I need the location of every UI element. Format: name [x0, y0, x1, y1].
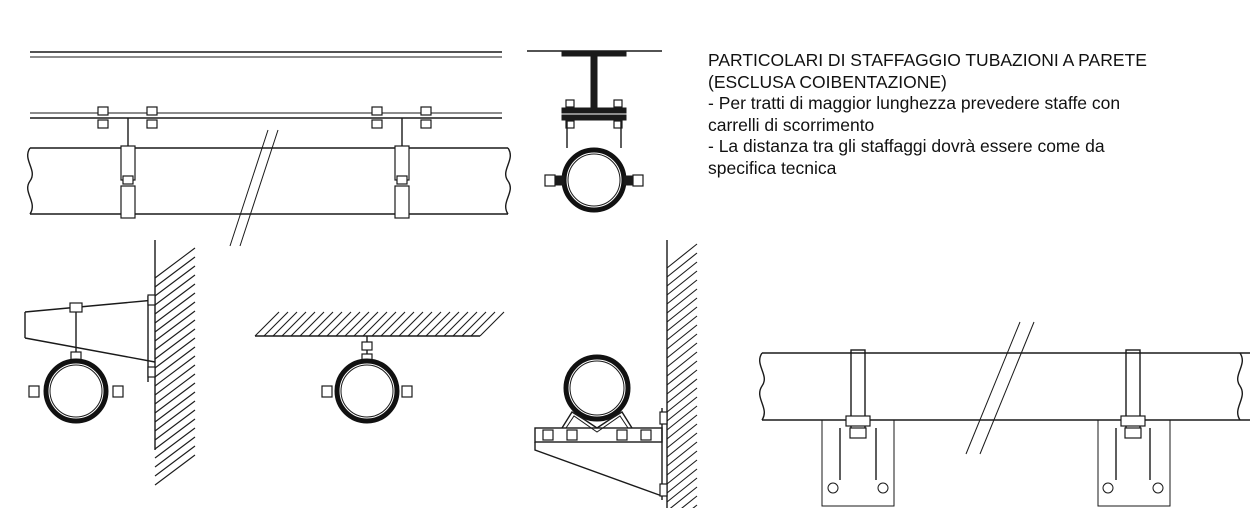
- hatch-line: [272, 311, 298, 337]
- detail-pipe-ubolt-elevation: [759, 321, 1250, 507]
- hatch-line: [154, 319, 196, 351]
- note2-line2: specifica tecnica: [708, 157, 837, 178]
- note1-line1: - Per tratti di maggior lunghezza preved…: [708, 93, 1121, 113]
- hatch-line: [154, 301, 196, 333]
- hatch-line: [669, 486, 698, 508]
- note1-line2: carrelli di scorrimento: [708, 114, 875, 135]
- hatch-line: [666, 441, 698, 467]
- hatch-line: [154, 382, 196, 414]
- hatch-line: [443, 311, 469, 337]
- hatch-line: [154, 454, 196, 486]
- notes-title-line2: (ESCLUSA COIBENTAZIONE): [708, 71, 947, 92]
- hatch-line: [308, 311, 334, 337]
- hatch-line: [666, 342, 698, 368]
- notes-title-line1: PARTICOLARI DI STAFFAGGIO TUBAZIONI A PA…: [708, 50, 1147, 70]
- hatch-line: [154, 445, 196, 477]
- hatch-line: [681, 495, 698, 508]
- hatch-line: [461, 311, 487, 337]
- hatch-line: [666, 387, 698, 413]
- hatch-line: [416, 311, 442, 337]
- hatch-line: [479, 311, 505, 337]
- hatch-line: [666, 297, 698, 323]
- hatch-line: [326, 311, 352, 337]
- hatch-line: [154, 310, 196, 342]
- hatch-line: [666, 351, 698, 377]
- hatch-line: [154, 373, 196, 405]
- hatch-line: [154, 409, 196, 441]
- hatch-line: [666, 477, 698, 503]
- hatch-line: [154, 391, 196, 423]
- hatch-line: [317, 311, 343, 337]
- hatch-line: [666, 261, 698, 287]
- hatch-line: [154, 292, 196, 324]
- detail-wall-saddle-support: [534, 240, 698, 508]
- hatch-line: [154, 274, 196, 306]
- hatch-line: [299, 311, 325, 337]
- hatch-line: [154, 427, 196, 459]
- hatch-line: [389, 311, 415, 337]
- hatch-line: [154, 355, 196, 387]
- ubolt-support-left: [821, 349, 895, 507]
- hatch-line: [666, 324, 698, 350]
- hatch-line: [666, 360, 698, 386]
- hatch-line: [398, 311, 424, 337]
- hatch-line: [666, 459, 698, 485]
- hatch-line: [666, 270, 698, 296]
- detail-ceiling-clamp: [254, 311, 505, 424]
- hatch-line: [154, 328, 196, 360]
- ubolt-support-right: [1097, 349, 1171, 507]
- detail-beam-hanger-elevation: [27, 51, 511, 247]
- hatch-line: [154, 265, 196, 297]
- hatch-line: [666, 405, 698, 431]
- hatch-line: [371, 311, 397, 337]
- detail-ibeam-section: [527, 50, 662, 213]
- hatch-line: [666, 306, 698, 332]
- hatch-line: [425, 311, 451, 337]
- hatch-line: [666, 423, 698, 449]
- hatch-line: [666, 252, 698, 278]
- hanger-clamp-left: [97, 106, 158, 219]
- hatch-line: [407, 311, 433, 337]
- hatch-line: [154, 337, 196, 369]
- hatch-line: [154, 283, 196, 315]
- hatch-line: [666, 315, 698, 341]
- hatch-line: [666, 468, 698, 494]
- hatch-line: [666, 288, 698, 314]
- hatch-line: [666, 279, 698, 305]
- hatch-line: [335, 311, 361, 337]
- hatch-line: [666, 450, 698, 476]
- hatch-line: [470, 311, 496, 337]
- hatch-line: [666, 369, 698, 395]
- hatch-line: [452, 311, 478, 337]
- hatch-line: [154, 364, 196, 396]
- hatch-line: [666, 378, 698, 404]
- hatch-line: [154, 247, 196, 279]
- hatch-line: [666, 243, 698, 269]
- hatch-line: [290, 311, 316, 337]
- note2-line1: - La distanza tra gli staffaggi dovrà es…: [708, 136, 1105, 156]
- hatch-line: [154, 256, 196, 288]
- hatch-line: [362, 311, 388, 337]
- detail-wall-bracket-clamp: [24, 240, 196, 486]
- hatch-line: [154, 400, 196, 432]
- hatch-line: [380, 311, 406, 337]
- drawing-notes: PARTICOLARI DI STAFFAGGIO TUBAZIONI A PA…: [708, 50, 1248, 179]
- hatch-line: [666, 333, 698, 359]
- hatch-line: [434, 311, 460, 337]
- hatch-line: [353, 311, 379, 337]
- hatch-line: [263, 311, 289, 337]
- hatch-line: [666, 432, 698, 458]
- hatch-line: [154, 346, 196, 378]
- hatch-line: [666, 414, 698, 440]
- hanger-clamp-right: [371, 106, 432, 219]
- hatch-line: [154, 418, 196, 450]
- hatch-line: [666, 396, 698, 422]
- hatch-line: [281, 311, 307, 337]
- hatch-line: [344, 311, 370, 337]
- hatch-line: [154, 436, 196, 468]
- hatch-line: [254, 311, 280, 337]
